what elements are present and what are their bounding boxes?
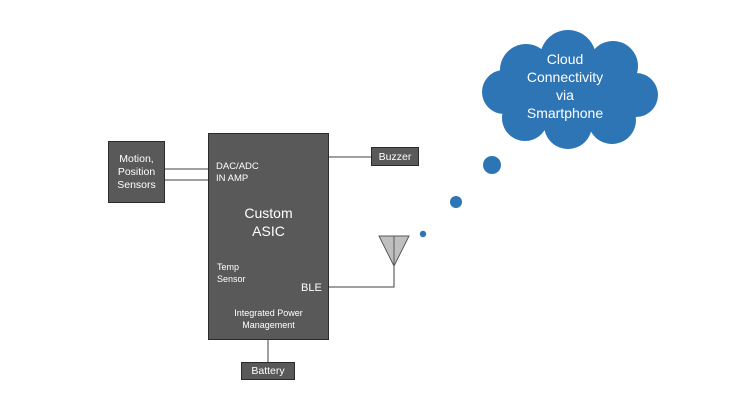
power-management-label: Integrated Power Management	[234, 308, 303, 330]
battery-block: Battery	[241, 362, 295, 380]
custom-asic-block: DAC/ADC IN AMP Custom ASIC Temp Sensor B…	[208, 133, 329, 340]
buzzer-block: Buzzer	[371, 147, 419, 166]
signal-dot-medium	[450, 196, 462, 208]
dac-adc-label: DAC/ADC IN AMP	[216, 161, 259, 184]
signal-dot-large	[483, 156, 501, 174]
ble-antenna-line	[329, 264, 395, 288]
ble-label: BLE	[301, 282, 322, 294]
cloud-shape	[482, 30, 658, 149]
signal-dot-small	[419, 230, 427, 238]
temp-sensor-label: Temp Sensor	[217, 262, 246, 284]
cloud-label: Cloud Connectivity via Smartphone	[526, 51, 604, 121]
asic-title: Custom ASIC	[244, 205, 293, 239]
motion-sensors-block: Motion, Position Sensors	[108, 141, 165, 203]
